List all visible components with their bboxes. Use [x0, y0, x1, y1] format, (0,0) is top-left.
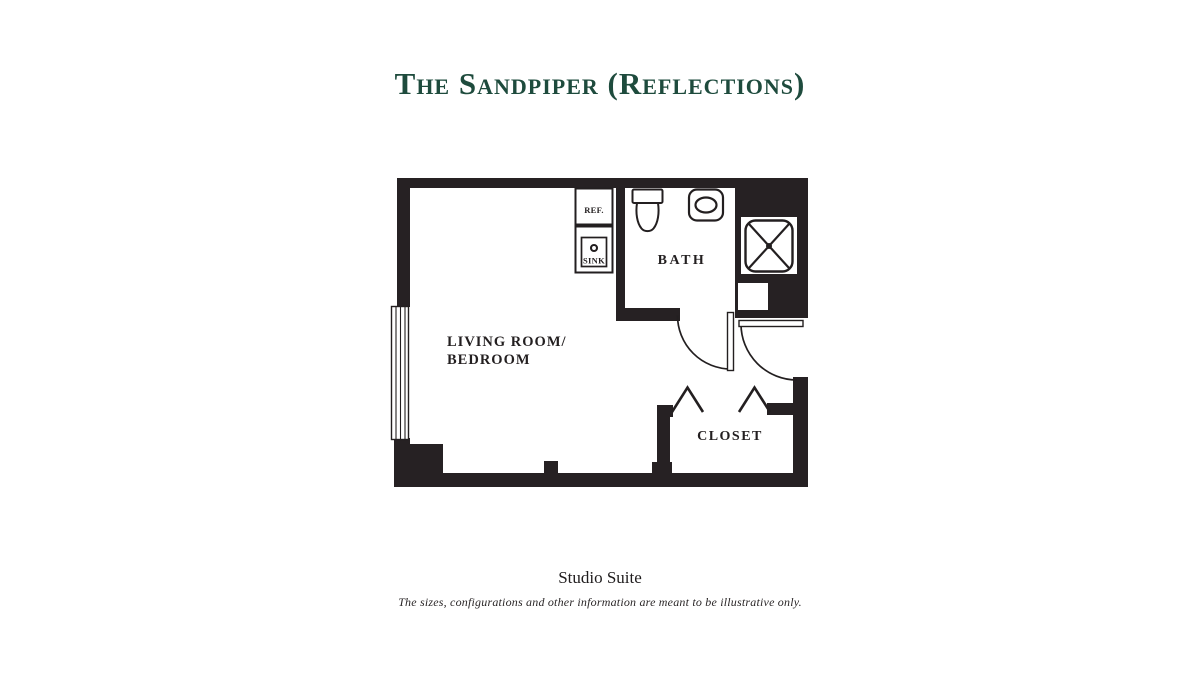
- disclaimer-text: The sizes, configurations and other info…: [398, 595, 802, 609]
- wall-bath-bottom: [616, 308, 680, 321]
- suite-type-label: Studio Suite: [558, 568, 642, 587]
- toilet-icon: [631, 188, 664, 233]
- wall-closet-left: [657, 405, 670, 487]
- bath-door-icon: [676, 311, 735, 372]
- window-icon: [390, 305, 410, 441]
- entry-niche: [738, 283, 768, 310]
- wall-kitchen-bath-divider: [616, 188, 625, 321]
- living-room-label-line2: BEDROOM: [447, 352, 531, 368]
- wall-top: [397, 178, 808, 188]
- wall-closet-left-stub: [657, 405, 673, 417]
- wall-bottom: [394, 473, 808, 487]
- kitchen-sink-label: SINK: [583, 256, 605, 266]
- wall-left-upper: [397, 178, 410, 307]
- closet-bifold-doors-icon: [670, 385, 772, 413]
- shower-icon: [744, 219, 794, 273]
- bath-label: BATH: [658, 253, 707, 268]
- living-room-label-line1: LIVING ROOM/: [447, 334, 567, 350]
- refrigerator-icon: [574, 187, 614, 226]
- entry-door-icon: [738, 319, 804, 381]
- refrigerator-label: REF.: [584, 205, 604, 215]
- kitchen-sink-icon: [574, 225, 614, 274]
- wall-bottom-bump: [544, 461, 558, 474]
- closet-label: CLOSET: [697, 429, 763, 444]
- wall-closet-right-stub: [767, 403, 793, 415]
- page-title: The Sandpiper (Reflections): [394, 66, 806, 101]
- wall-right-lower: [793, 377, 808, 487]
- bath-sink-icon: [687, 188, 725, 222]
